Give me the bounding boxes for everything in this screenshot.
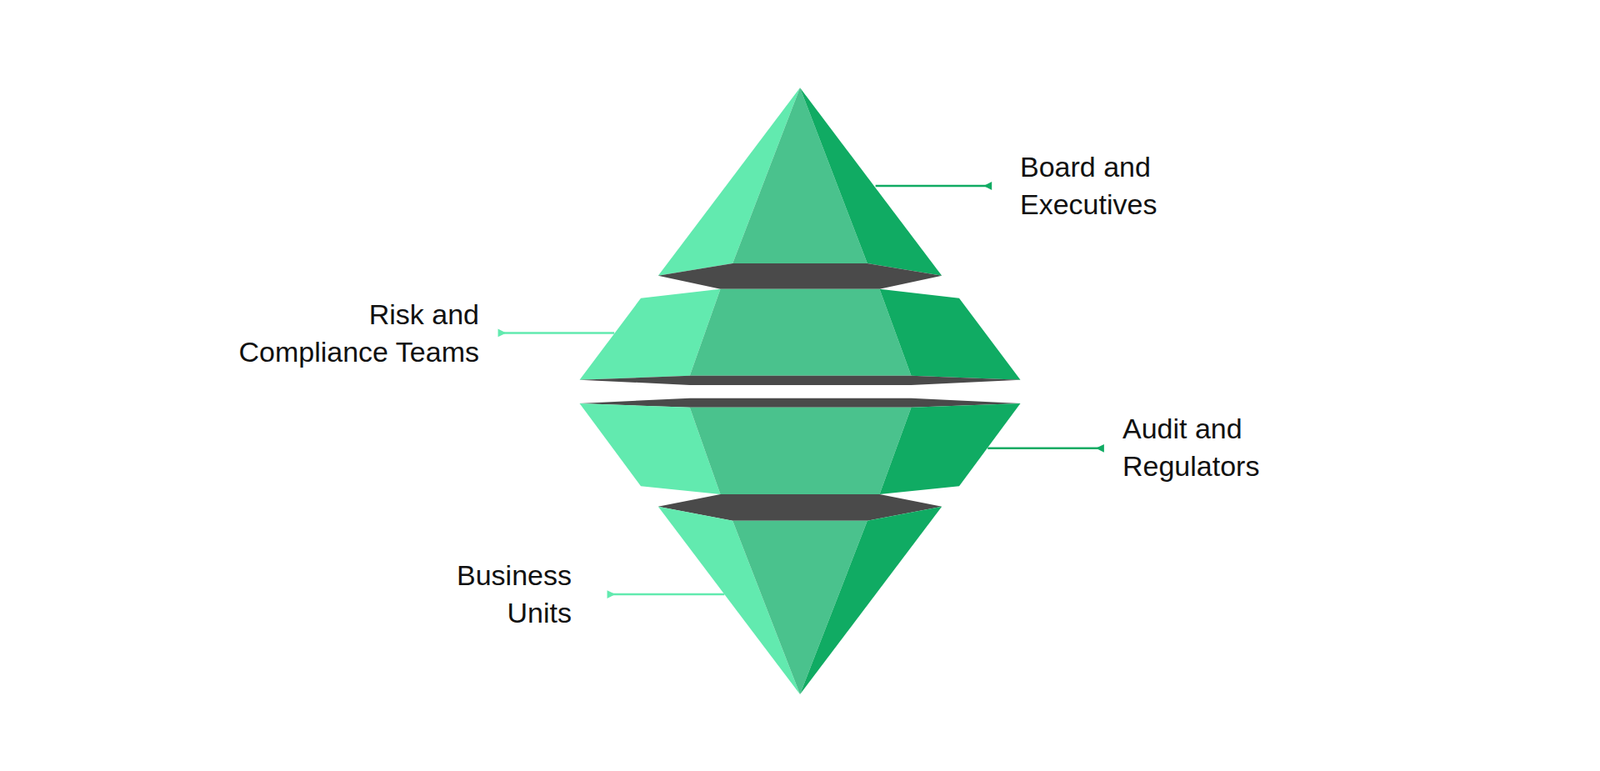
leader-line: [987, 447, 1102, 450]
third-band: [580, 398, 1021, 495]
dark-face: [580, 375, 1021, 385]
second-band: [580, 289, 1021, 385]
facet: [690, 407, 912, 495]
facet: [800, 506, 942, 695]
facet: [800, 87, 942, 275]
callout-label: Board and Executives: [1020, 148, 1187, 224]
callout-label: Audit and Regulators: [1122, 410, 1290, 485]
dark-face: [658, 263, 942, 290]
leader-line: [875, 185, 990, 187]
facet: [880, 289, 1021, 380]
leader-lines: [498, 181, 1105, 599]
callout-label: Risk and Compliance Teams: [212, 295, 480, 371]
top-piece: [658, 87, 942, 289]
leader-tip: [1095, 444, 1105, 453]
leader-line: [609, 593, 725, 595]
leader-tip: [983, 181, 992, 190]
leader-line: [500, 331, 615, 334]
leader-tip: [498, 329, 507, 338]
facet: [690, 289, 912, 376]
leader-tip: [607, 590, 616, 599]
callout-label: Business Units: [421, 556, 572, 632]
